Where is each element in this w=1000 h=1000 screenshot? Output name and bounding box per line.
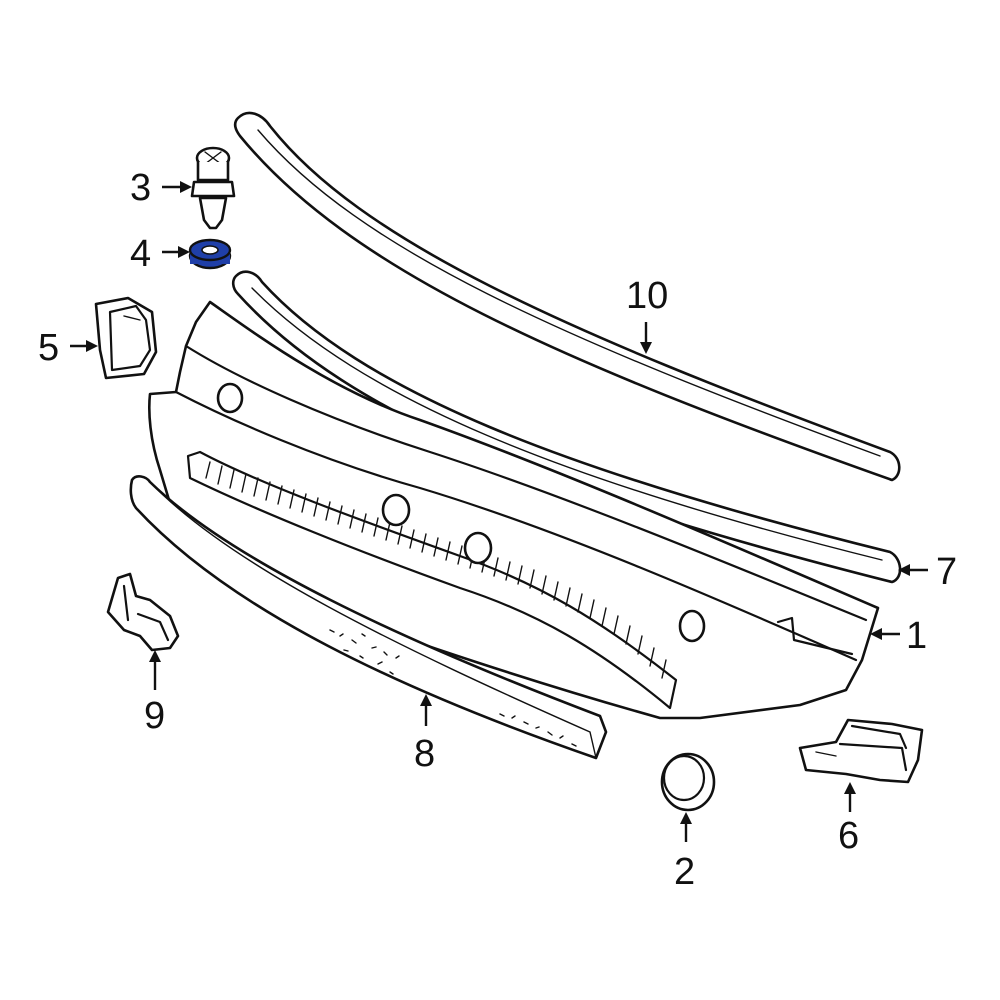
- part-6-bracket[interactable]: [798, 718, 924, 784]
- part-4-grommet[interactable]: [188, 238, 232, 270]
- part-2-cap[interactable]: [660, 752, 716, 812]
- callout-9[interactable]: 9: [144, 695, 165, 737]
- callout-2[interactable]: 2: [674, 851, 695, 893]
- part-9-clip[interactable]: [106, 572, 180, 652]
- callout-3[interactable]: 3: [130, 167, 151, 209]
- part-10-weatherstrip[interactable]: [233, 111, 901, 482]
- vent-grille-slats: [205, 461, 667, 679]
- part-5-bracket[interactable]: [94, 296, 158, 380]
- callout-labels: 1 2 3 4 5 6 7 8 9 10: [38, 167, 957, 893]
- callout-10[interactable]: 10: [626, 275, 668, 317]
- callout-7[interactable]: 7: [936, 551, 957, 593]
- foam-texture: [329, 629, 577, 747]
- part-3-clip[interactable]: [190, 146, 236, 230]
- callout-arrows: [70, 181, 928, 842]
- callout-1[interactable]: 1: [906, 615, 927, 657]
- callout-4[interactable]: 4: [130, 233, 151, 275]
- part-1-cowl-panel[interactable]: [148, 300, 880, 720]
- callout-6[interactable]: 6: [838, 815, 859, 857]
- part-8-foam-strip[interactable]: [129, 475, 608, 760]
- callout-8[interactable]: 8: [414, 733, 435, 775]
- callout-5[interactable]: 5: [38, 327, 59, 369]
